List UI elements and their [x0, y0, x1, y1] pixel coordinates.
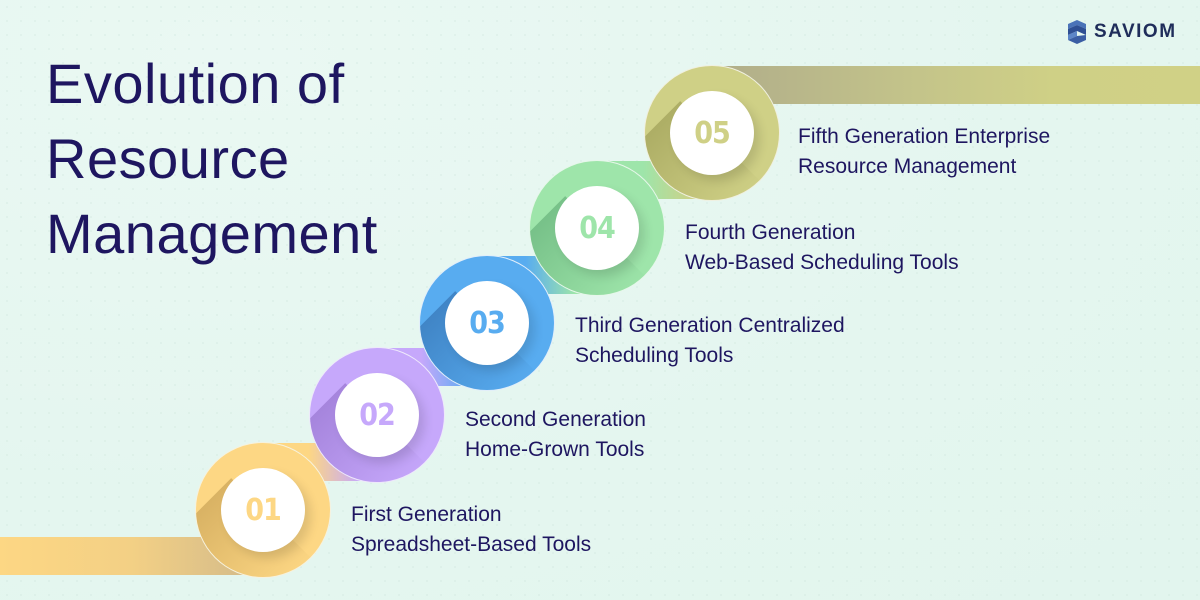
step-2-line-2: Home-Grown Tools [465, 438, 645, 461]
logo-text: SAVIOM [1094, 21, 1177, 42]
title-line-3: Management [46, 202, 378, 265]
step-4-label: Fourth Generation Web-Based Scheduling T… [685, 218, 959, 278]
step-1-number: 01 [245, 492, 282, 528]
step-1-line-2: Spreadsheet-Based Tools [351, 533, 592, 556]
step-1-label: First Generation Spreadsheet-Based Tools [351, 500, 591, 560]
step-2-label: Second Generation Home-Grown Tools [465, 405, 646, 465]
title-line-2: Resource [46, 127, 290, 190]
step-4-circle: 04 [530, 161, 664, 295]
title-line-1: Evolution of [46, 52, 345, 115]
step-1-badge: 01 [221, 468, 305, 552]
step-2-circle: 02 [310, 348, 444, 482]
step-3-line-2: Scheduling Tools [575, 344, 734, 367]
step-4-badge: 04 [555, 186, 639, 270]
step-1-circle: 01 [196, 443, 330, 577]
step-5-circle: 05 [645, 66, 779, 200]
step-5-line-2: Resource Management [798, 155, 1017, 178]
page-title: Evolution of Resource Management [46, 46, 378, 271]
saviom-s-logo-icon [1068, 20, 1086, 44]
step-3-badge: 03 [445, 281, 529, 365]
step-4-number: 04 [579, 210, 616, 246]
step-3-label: Third Generation Centralized Scheduling … [575, 311, 845, 371]
step-5-label: Fifth Generation Enterprise Resource Man… [798, 122, 1050, 182]
step-4-line-1: Fourth Generation [685, 221, 856, 244]
step-2-number: 02 [359, 397, 396, 433]
ribbon-end [712, 66, 1200, 104]
step-1-line-1: First Generation [351, 503, 502, 526]
step-5-line-1: Fifth Generation Enterprise [798, 125, 1051, 148]
saviom-logo: SAVIOM [1068, 20, 1177, 44]
step-5-number: 05 [694, 115, 731, 151]
step-3-circle: 03 [420, 256, 554, 390]
step-2-badge: 02 [335, 373, 419, 457]
step-2-line-1: Second Generation [465, 408, 646, 431]
step-4-line-2: Web-Based Scheduling Tools [685, 251, 959, 274]
step-5-badge: 05 [670, 91, 754, 175]
step-3-number: 03 [469, 305, 506, 341]
step-3-line-1: Third Generation Centralized [575, 314, 845, 337]
